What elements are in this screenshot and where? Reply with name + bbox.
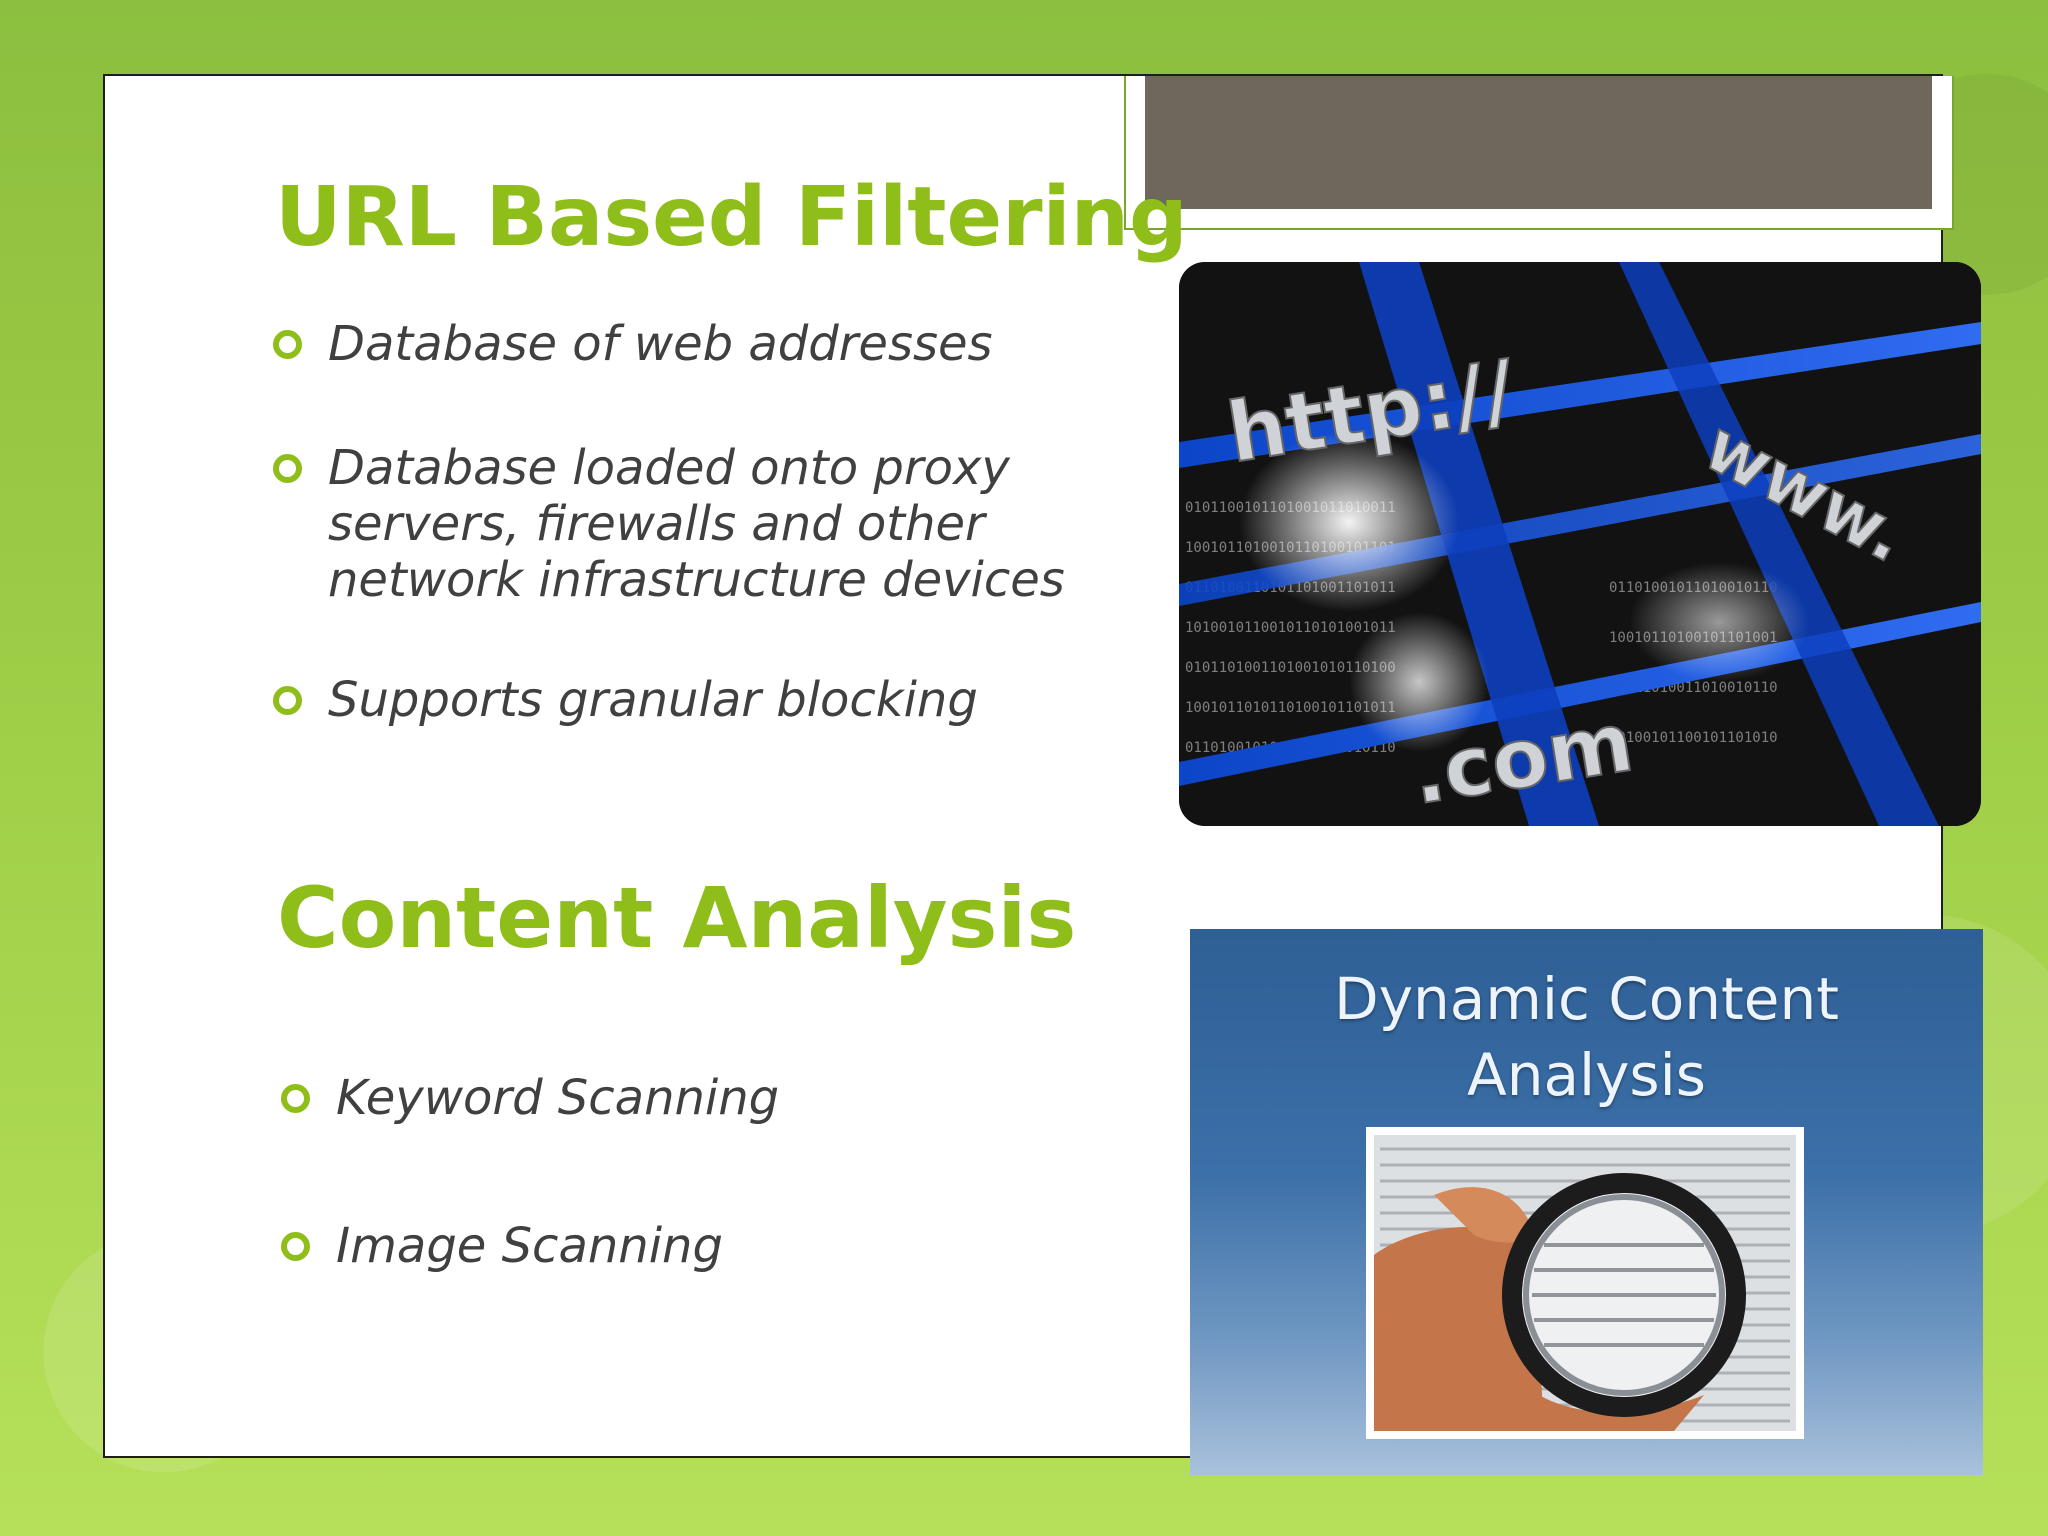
magnifier-graphic — [1374, 1135, 1796, 1431]
bullet-text: Supports granular blocking — [328, 672, 978, 728]
dynamic-content-analysis-image: Dynamic Content Analysis — [1190, 929, 1983, 1475]
bullet-circle-icon — [273, 330, 302, 359]
image-caption-line2: Analysis — [1467, 1041, 1706, 1109]
bullet-item: Image Scanning — [281, 1218, 723, 1274]
bullet-circle-icon — [281, 1232, 310, 1261]
svg-text:1001011010110100101101011: 1001011010110100101101011 — [1185, 700, 1396, 716]
slide-panel: URL Based Filtering Database of web addr… — [103, 74, 1983, 1475]
svg-text:0101101001101001010110100: 0101101001101001010110100 — [1185, 660, 1396, 676]
bullet-item: Database loaded onto proxy servers, fire… — [273, 440, 1073, 608]
bullet-circle-icon — [281, 1084, 310, 1113]
url-illustration-image: 0101100101101001011010011 10010110100101… — [1179, 262, 1981, 826]
bullet-item: Supports granular blocking — [273, 672, 978, 728]
title-tab — [1145, 76, 1932, 209]
url-filtering-heading: URL Based Filtering — [275, 170, 1188, 265]
magnifier-photo — [1366, 1127, 1804, 1439]
bullet-item: Database of web addresses — [273, 316, 993, 372]
url-illustration-graphic: 0101100101101001011010011 10010110100101… — [1179, 262, 1981, 826]
content-analysis-heading: Content Analysis — [277, 869, 1077, 967]
svg-text:10100101100101101010: 10100101100101101010 — [1609, 730, 1778, 746]
bullet-text: Image Scanning — [336, 1218, 723, 1274]
bullet-text: Database loaded onto proxy servers, fire… — [328, 440, 1065, 608]
svg-text:1010010110010110101001011: 1010010110010110101001011 — [1185, 620, 1396, 636]
bullet-circle-icon — [273, 686, 302, 715]
bullet-circle-icon — [273, 454, 302, 483]
image-caption-line1: Dynamic Content — [1334, 965, 1839, 1033]
bullet-item: Keyword Scanning — [281, 1070, 779, 1126]
bullet-text: Keyword Scanning — [336, 1070, 780, 1126]
bullet-text: Database of web addresses — [328, 316, 993, 372]
